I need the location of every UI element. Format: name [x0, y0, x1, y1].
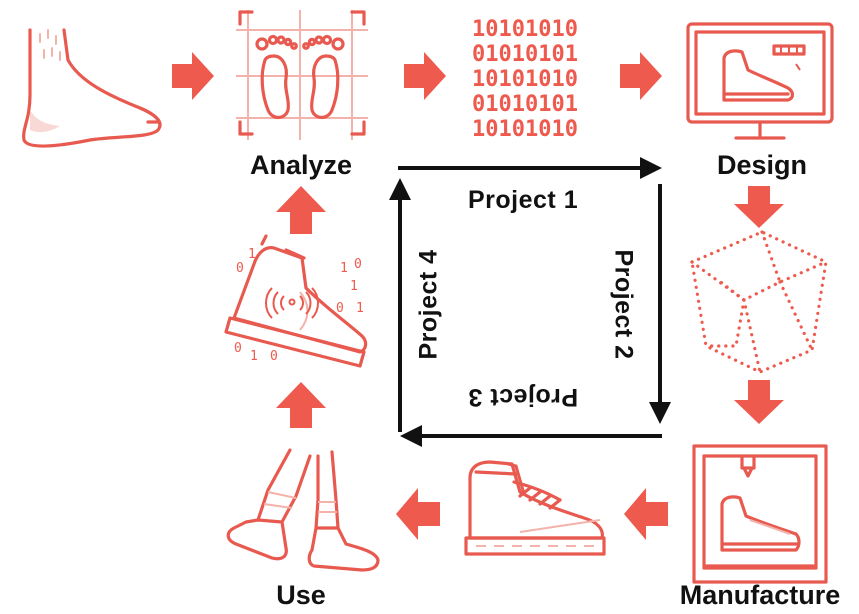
sensor-digit: 0: [270, 349, 278, 364]
footprint-scan-icon: [236, 10, 368, 140]
red-arrow-up-1: [276, 382, 326, 428]
red-arrow-right-1: [172, 52, 214, 100]
stage-label-analyze: Analyze: [249, 150, 353, 180]
red-arrow-right-2: [404, 52, 446, 100]
binary-row: 10101010: [472, 17, 578, 42]
project-label-3: Project 3: [468, 383, 579, 411]
binary-row: 10101010: [472, 67, 578, 92]
foot-icon: [22, 28, 162, 148]
red-arrow-right-3: [620, 52, 662, 100]
binary-row: 10101010: [472, 117, 578, 142]
red-arrow-down-1: [734, 186, 784, 228]
sensor-digit: 0: [234, 341, 242, 356]
binary-row: 01010101: [472, 42, 578, 67]
project-label-2: Project 2: [609, 249, 638, 360]
red-arrow-left-1: [624, 488, 668, 540]
binary-row: 01010101: [472, 92, 578, 117]
red-arrow-up-2: [276, 186, 326, 234]
project-loop-arrows: [389, 157, 671, 447]
smart-sneaker-icon: 0 1 1 0 1 0 1 0 1 0: [224, 234, 368, 368]
sensor-digit: 1: [350, 279, 358, 294]
3d-printer-icon: [692, 444, 828, 584]
sensor-digit: 1: [356, 301, 364, 316]
sensor-digit: 0: [354, 257, 362, 272]
red-arrow-left-2: [396, 488, 440, 540]
sensor-digit: 1: [340, 261, 348, 276]
stage-label-use: Use: [276, 580, 326, 610]
sensor-digit: 1: [248, 247, 256, 262]
walking-legs-icon: [226, 448, 380, 572]
project-label-1: Project 1: [468, 186, 579, 214]
binary-data-icon: 10101010 01010101 10101010 01010101 1010…: [472, 17, 578, 142]
sneaker-icon: [464, 460, 606, 556]
sensor-digit: 0: [236, 261, 244, 276]
monitor-design-icon: [686, 22, 834, 140]
sensor-digit: 1: [250, 349, 258, 364]
wireframe-mesh-icon: [690, 230, 828, 374]
red-arrow-down-2: [734, 380, 784, 424]
project-label-4: Project 4: [414, 249, 443, 360]
stage-label-manufacture: Manufacture: [679, 580, 841, 610]
sensor-digit: 0: [336, 301, 344, 316]
stage-label-design: Design: [716, 150, 808, 180]
